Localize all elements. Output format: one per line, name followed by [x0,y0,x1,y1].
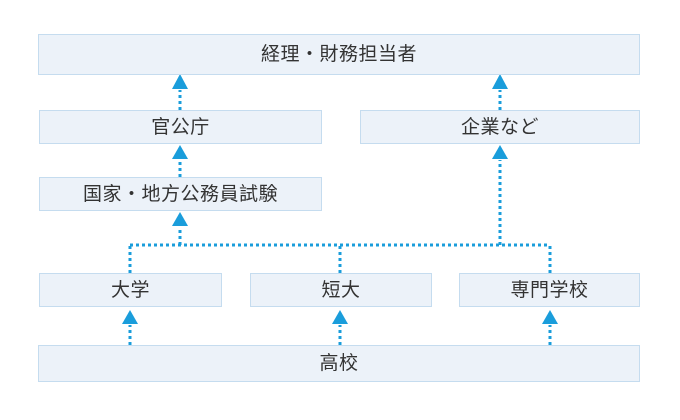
node-government-office[interactable]: 官公庁 [39,110,322,144]
arrowhead-icon [172,74,188,89]
node-vocational-school[interactable]: 専門学校 [459,273,640,307]
edge-company-to-staff [492,74,508,110]
node-accounting-finance-staff[interactable]: 経理・財務担当者 [38,34,640,75]
node-junior-college[interactable]: 短大 [250,273,432,307]
edge-government-to-staff [172,74,188,110]
arrowhead-icon [492,145,508,159]
edge-highschool-to-junior-college [332,310,348,345]
node-high-school[interactable]: 高校 [38,345,640,382]
edge-highschool-to-vocational [542,310,558,345]
arrowhead-icon [542,310,558,324]
arrowhead-icon [492,74,508,89]
arrowhead-icon [332,310,348,324]
arrowhead-icon [122,310,138,324]
edge-highschool-to-university [122,310,138,345]
node-university[interactable]: 大学 [39,273,222,307]
edge-schools-to-exam [172,212,188,245]
arrowhead-icon [172,212,188,226]
edge-schools-to-company [492,145,508,245]
edge-exam-to-government [172,145,188,177]
node-civil-servant-exam[interactable]: 国家・地方公務員試験 [39,177,322,211]
node-company-etc[interactable]: 企業など [360,110,640,144]
arrowhead-icon [172,145,188,159]
